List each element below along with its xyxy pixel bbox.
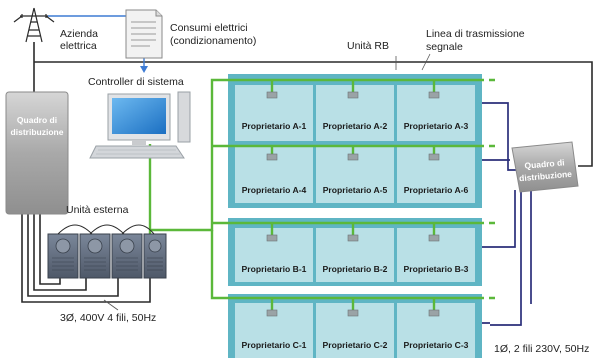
room-label: Proprietario A-4 [241,185,307,195]
room-label: Proprietario C-2 [322,340,388,350]
rb-units [266,91,440,317]
outdoor-unit-label: Unità esterna [66,204,129,216]
outdoor-units [47,224,167,279]
consumption-label: Consumi elettrici (condizionamento) [170,22,257,47]
document-icon [125,9,163,59]
rb-unit-label: Unità RB [347,40,390,52]
room-label: Proprietario A-6 [403,185,469,195]
signal-line-label: Linea di trasmissione segnale [426,28,525,53]
room-label: Proprietario A-2 [322,121,388,131]
arrow-down-icon [140,66,148,73]
room-label: Proprietario B-1 [241,264,307,274]
three-phase-label: 3Ø, 400V 4 fili, 50Hz [60,312,157,324]
room-label: Proprietario A-5 [322,185,388,195]
outdoor-unit-icon [47,233,79,279]
room-label: Proprietario B-2 [322,264,388,274]
room-label: Proprietario A-1 [241,121,307,131]
utility-label: Azienda elettrica [60,28,98,52]
computer-icon [89,91,191,159]
room-blocks [228,74,482,358]
right-distribution-panel [511,141,579,193]
outdoor-unit-icon [143,233,167,279]
left-distribution-panel [5,91,69,215]
power-pylon-icon [13,7,55,43]
signal-line-dashes [478,78,500,300]
room-label: Proprietario B-3 [403,264,469,274]
room-label: Proprietario C-1 [241,340,307,350]
left-panel-label: Quadro di distribuzione [10,115,64,137]
single-phase-label: 1Ø, 2 fili 230V, 50Hz [494,343,590,355]
power-wiring [21,42,593,303]
system-controller-label: Controller di sistema [88,76,184,88]
outdoor-unit-icon [79,233,111,279]
label-leaders [103,53,431,311]
room-label: Proprietario A-3 [403,121,469,131]
outdoor-unit-icon [111,233,143,279]
room-label: Proprietario C-3 [403,340,469,350]
